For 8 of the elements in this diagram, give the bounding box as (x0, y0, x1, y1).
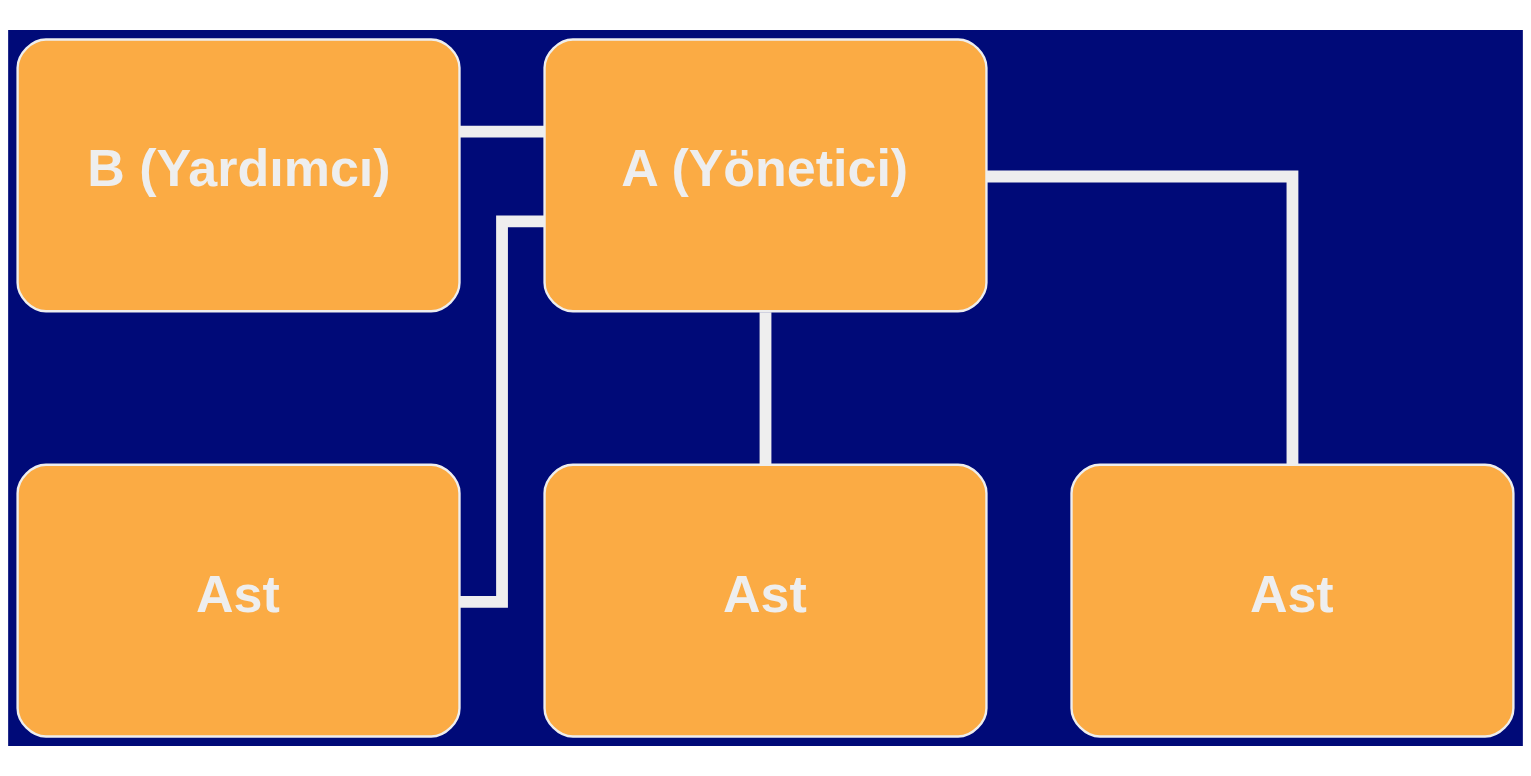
node-box: A (Yönetici) (543, 38, 988, 313)
node-box: Ast (16, 463, 461, 738)
connector (459, 125, 545, 138)
node-box: B (Yardımcı) (16, 38, 461, 313)
node-box: Ast (543, 463, 988, 738)
connector (986, 170, 1299, 465)
node-box: Ast (1070, 463, 1515, 738)
connector (759, 312, 772, 465)
